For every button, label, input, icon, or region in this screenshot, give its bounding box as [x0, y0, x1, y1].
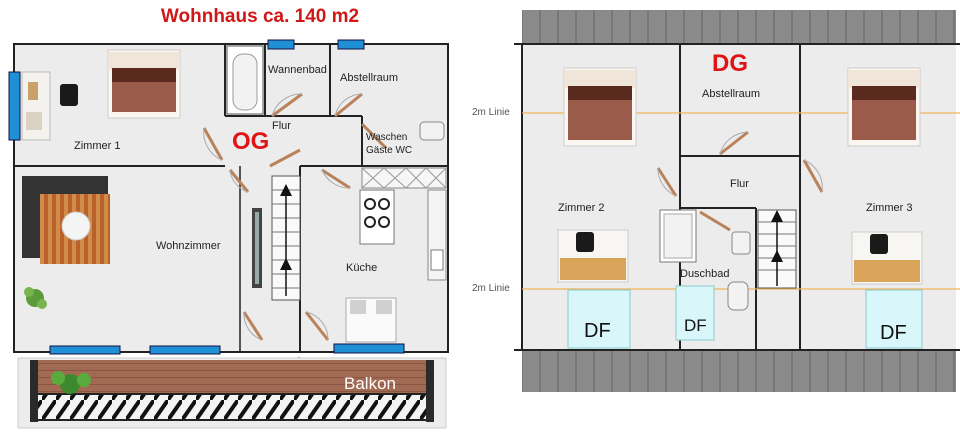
room-label-zimmer3: Zimmer 3: [866, 202, 913, 214]
room-label-flur-og: Flur: [272, 120, 291, 132]
skylight-label-zimmer2: DF: [584, 320, 611, 342]
room-label-abstellraum-dg: Abstellraum: [702, 88, 761, 100]
room-label-flur-dg: Flur: [730, 178, 749, 190]
page-title: Wohnhaus ca. 140 m2: [160, 6, 360, 27]
skylight-label-duschbad: DF: [684, 316, 707, 335]
height-line-label-upper: 2m Linie: [472, 107, 510, 118]
floor-label-dg: DG: [712, 50, 748, 77]
room-label-abstellraum-og: Abstellraum: [340, 72, 399, 84]
dg-plan: [514, 10, 960, 392]
room-label-balkon: Balkon: [344, 374, 396, 393]
room-label-wohnzimmer: Wohnzimmer: [156, 240, 221, 252]
height-line-label-lower: 2m Linie: [472, 283, 510, 294]
room-label-zimmer2: Zimmer 2: [558, 202, 605, 214]
og-plan: [8, 39, 449, 429]
room-label-wannenbad: Wannenbad: [268, 64, 327, 76]
room-label-gaeste-wc: Gäste WC: [366, 145, 413, 156]
room-label-duschbad: Duschbad: [680, 268, 730, 280]
floor-label-og: OG: [232, 128, 270, 155]
skylight-label-zimmer3: DF: [880, 322, 907, 344]
room-label-waschen: Waschen: [366, 132, 408, 143]
room-label-kueche: Küche: [346, 262, 378, 274]
room-label-zimmer1: Zimmer 1: [74, 140, 121, 152]
